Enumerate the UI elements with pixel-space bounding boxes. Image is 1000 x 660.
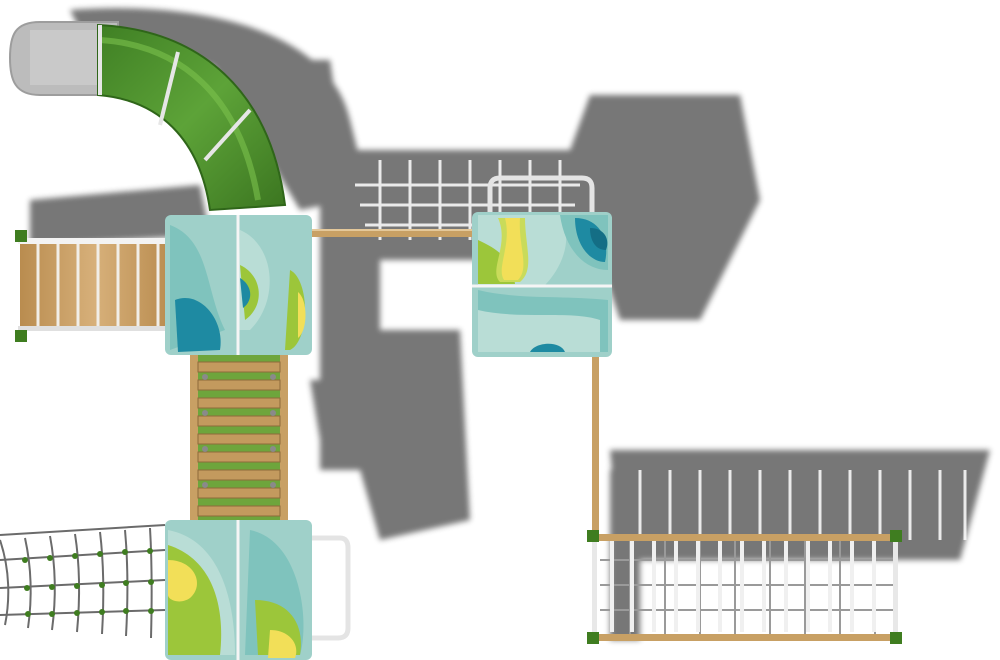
right-vertical-beam <box>592 357 599 537</box>
tower-panel-top-right <box>472 175 612 357</box>
slide-body <box>97 23 287 212</box>
left-wood-deck <box>15 230 173 342</box>
bottom-net-shadow-grid <box>638 470 967 540</box>
center-ladder <box>190 355 288 520</box>
net-platform <box>587 530 902 644</box>
post-cap <box>587 530 599 542</box>
climbing-net-knots <box>22 548 154 617</box>
post-cap <box>15 230 27 242</box>
post-cap <box>587 632 599 644</box>
post-cap <box>890 632 902 644</box>
climbing-net <box>0 524 166 639</box>
tower-panel-top-left <box>165 215 312 355</box>
post-cap <box>890 530 902 542</box>
post-cap <box>15 330 27 342</box>
tower-panel-bottom-left <box>165 520 351 660</box>
top-beam <box>312 229 474 237</box>
tube-slide <box>8 21 287 212</box>
